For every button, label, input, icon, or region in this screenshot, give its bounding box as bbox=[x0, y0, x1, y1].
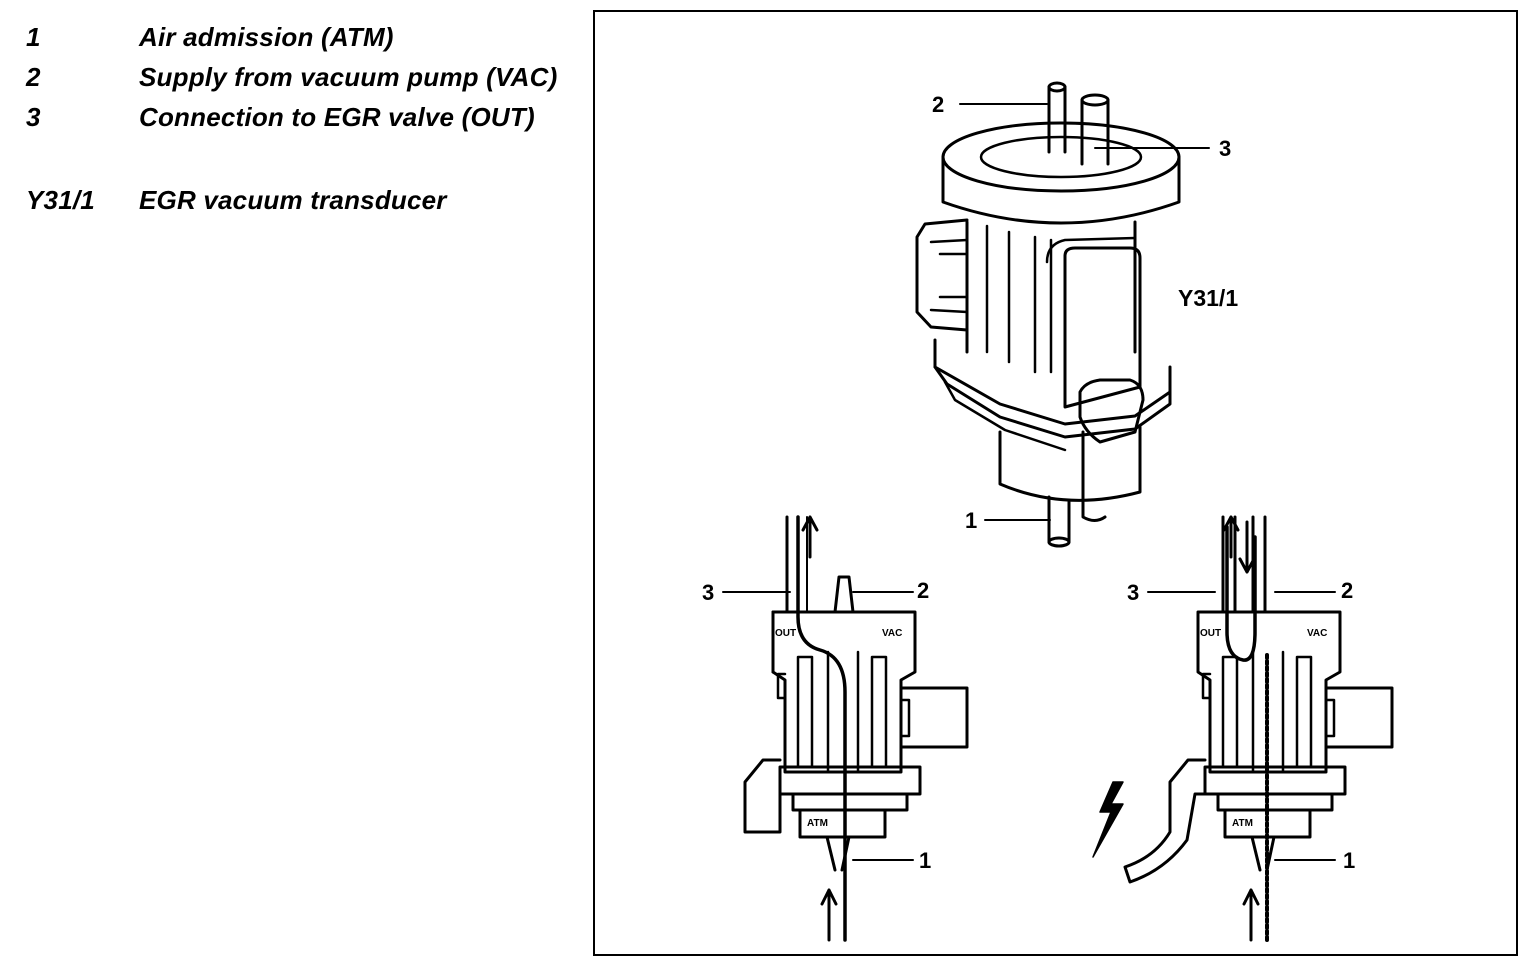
lightning-icon bbox=[1092, 781, 1124, 858]
legend-description: Connection to EGR valve (OUT) bbox=[139, 102, 535, 132]
main-transducer-drawing bbox=[915, 81, 1181, 548]
legend-key: 3 bbox=[26, 102, 41, 132]
legend-description: Air admission (ATM) bbox=[139, 22, 394, 52]
figure-frame: 2 3 1 Y31/1 3 2 1 OUT VAC ATM 3 2 1 OUT … bbox=[593, 10, 1518, 956]
legend-description: Supply from vacuum pump (VAC) bbox=[139, 62, 558, 92]
legend-key: 2 bbox=[26, 62, 41, 92]
left-detail-drawing bbox=[743, 515, 969, 942]
legend-description: EGR vacuum transducer bbox=[139, 185, 447, 215]
right-detail-drawing bbox=[1092, 515, 1394, 942]
legend: 1 Air admission (ATM) 2 Supply from vacu… bbox=[0, 0, 580, 240]
legend-key: Y31/1 bbox=[26, 185, 95, 215]
transducer-diagram bbox=[722, 81, 1394, 942]
legend-key: 1 bbox=[26, 22, 41, 52]
